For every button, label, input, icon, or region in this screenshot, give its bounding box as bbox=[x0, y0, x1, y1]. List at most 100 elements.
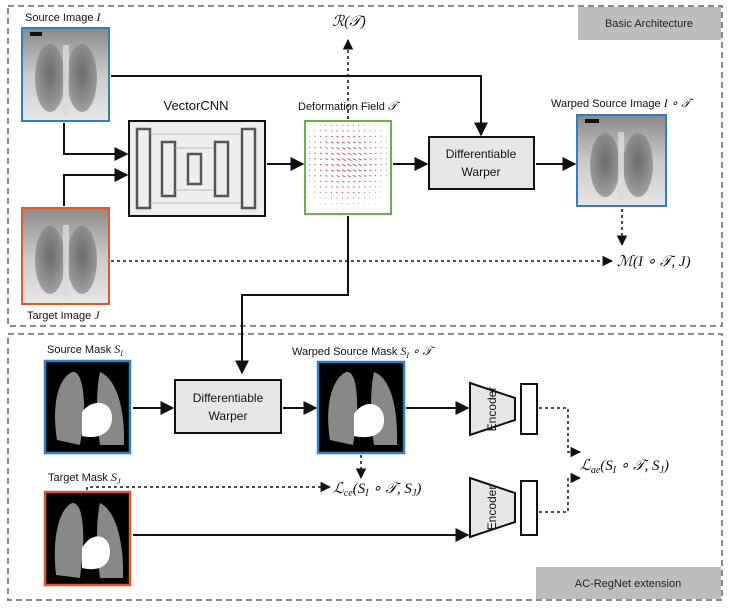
target-mask bbox=[43, 490, 132, 587]
deformation-field bbox=[304, 120, 392, 215]
field-vector bbox=[374, 158, 377, 160]
field-vector bbox=[363, 163, 367, 166]
field-vector bbox=[336, 141, 340, 144]
field-vector bbox=[358, 141, 361, 144]
field-vector bbox=[358, 146, 362, 150]
field-vector bbox=[374, 169, 377, 171]
field-vector bbox=[341, 169, 346, 172]
field-vector bbox=[336, 180, 339, 183]
field-vector bbox=[358, 158, 362, 161]
field-vector bbox=[369, 152, 372, 155]
field-vector bbox=[336, 186, 339, 188]
field-vector bbox=[314, 174, 316, 177]
field-vector bbox=[325, 169, 329, 172]
field-vector bbox=[347, 135, 350, 138]
field-vector bbox=[358, 186, 361, 188]
field-to-bottom-warper-arrow bbox=[235, 216, 349, 375]
field-vector bbox=[341, 191, 344, 194]
field-vector bbox=[325, 146, 328, 149]
field-vector bbox=[347, 180, 351, 183]
field-vector bbox=[319, 163, 323, 166]
field-vector bbox=[336, 163, 341, 167]
field-vector bbox=[341, 186, 345, 188]
field-vector bbox=[374, 141, 377, 143]
encoder-top: Encoder bbox=[469, 381, 538, 437]
field-vector bbox=[330, 186, 333, 188]
target-image-label: Target Image J bbox=[27, 308, 100, 322]
field-vector bbox=[358, 130, 360, 132]
loss-ae-term: ℒae(SI ∘ 𝒯, SJ) bbox=[580, 458, 669, 476]
field-vector bbox=[347, 152, 352, 156]
encoder-top-label: Encoder bbox=[485, 387, 499, 432]
field-vector bbox=[352, 163, 357, 167]
field-vector bbox=[347, 141, 351, 144]
field-vector bbox=[325, 174, 328, 177]
field-vector bbox=[347, 158, 352, 161]
field-vector bbox=[369, 146, 372, 149]
regularizer-term: ℛ(𝒯) bbox=[332, 14, 365, 30]
source-mask-label: Source Mask SI bbox=[47, 342, 123, 358]
target-to-cnn-arrow bbox=[63, 168, 129, 206]
field-vector bbox=[352, 169, 357, 172]
field-vector bbox=[341, 146, 346, 150]
source-image bbox=[21, 27, 110, 122]
field-vector bbox=[336, 146, 340, 150]
field-vector bbox=[369, 180, 371, 183]
source-to-warper-arrow bbox=[111, 75, 488, 137]
field-vector bbox=[319, 141, 322, 143]
field-vector bbox=[347, 174, 351, 178]
field-vector bbox=[341, 124, 344, 126]
field-vector bbox=[325, 141, 328, 144]
warper-bottom-line1: Differentiable bbox=[193, 391, 264, 405]
field-vector bbox=[352, 141, 356, 144]
basic-architecture-tag: Basic Architecture bbox=[578, 7, 721, 40]
field-vector bbox=[341, 141, 345, 144]
field-vector bbox=[319, 146, 322, 149]
field-vector bbox=[347, 169, 352, 172]
target-image bbox=[21, 207, 110, 305]
field-vector bbox=[325, 163, 329, 166]
field-vector bbox=[336, 130, 339, 132]
field-vector bbox=[325, 152, 329, 155]
field-vector bbox=[352, 191, 355, 194]
warped-source-mask bbox=[316, 360, 406, 455]
source-mask bbox=[43, 359, 132, 455]
warper-top: Differentiable Warper bbox=[428, 136, 535, 190]
field-vector bbox=[347, 163, 352, 167]
field-vector bbox=[358, 180, 361, 183]
field-vector bbox=[341, 174, 346, 178]
field-vector bbox=[336, 169, 341, 172]
vectorcnn-block bbox=[128, 120, 266, 217]
field-vector bbox=[352, 146, 357, 150]
field-vector bbox=[330, 174, 334, 178]
source-image-label: Source Image I bbox=[25, 10, 102, 24]
field-vector bbox=[369, 135, 371, 138]
field-vector bbox=[352, 186, 355, 188]
field-vector bbox=[369, 163, 372, 166]
field-vector bbox=[369, 158, 372, 161]
field-vector bbox=[330, 169, 335, 172]
field-vector bbox=[330, 130, 333, 132]
field-vector bbox=[363, 186, 366, 188]
field-vector bbox=[358, 163, 362, 167]
field-vector bbox=[358, 135, 361, 138]
field-vector bbox=[330, 191, 333, 194]
field-vector bbox=[336, 152, 341, 156]
encoder-bottom: Encoder bbox=[469, 476, 538, 539]
field-vector bbox=[341, 163, 347, 167]
basic-architecture-region bbox=[7, 5, 723, 327]
field-vector bbox=[314, 169, 316, 171]
field-vector bbox=[319, 174, 322, 177]
field-vector bbox=[347, 186, 350, 188]
field-vector bbox=[319, 135, 322, 138]
field-vector bbox=[330, 180, 334, 183]
target-mask-label: Target Mask SJ bbox=[48, 470, 121, 486]
field-vector bbox=[341, 130, 344, 132]
field-vector bbox=[336, 158, 341, 161]
field-vector bbox=[336, 135, 339, 138]
field-vector bbox=[325, 130, 327, 132]
deformation-field-label: Deformation Field 𝒯 bbox=[298, 99, 401, 113]
field-vector bbox=[352, 174, 357, 178]
field-vector bbox=[363, 169, 367, 172]
warper-bottom-line2: Warper bbox=[209, 409, 248, 423]
